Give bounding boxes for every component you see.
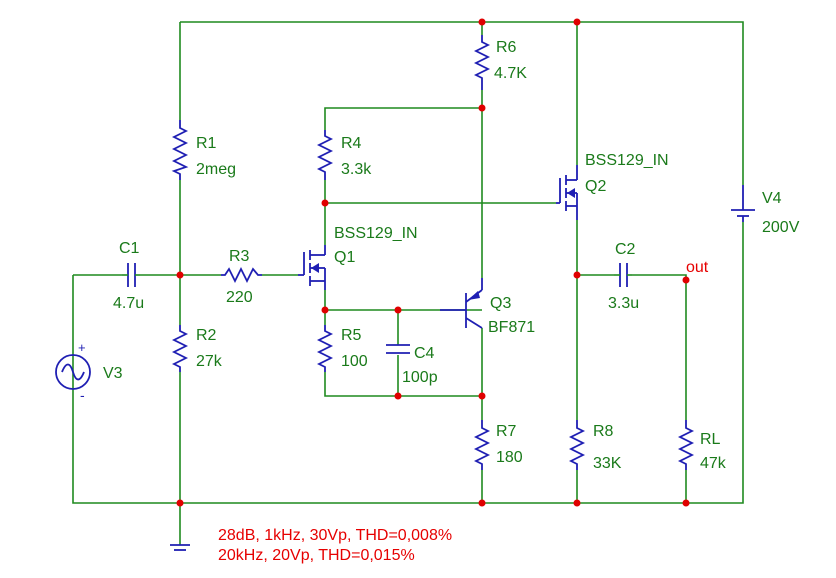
r5-name: R5 (341, 327, 362, 344)
q3-model: BF871 (488, 319, 535, 336)
r6-resistor (473, 35, 491, 90)
v3-ac-source (55, 354, 91, 390)
r7-resistor (473, 420, 491, 470)
r5-resistor (316, 325, 334, 372)
r2-value: 27k (196, 353, 223, 370)
r8-resistor (568, 420, 586, 470)
v4-dc-source (731, 185, 755, 222)
c4-value: 100p (402, 369, 438, 386)
rl-name: RL (700, 431, 721, 448)
r6-value: 4.7K (494, 65, 527, 82)
v4-value: 200V (762, 219, 800, 236)
note-line-1: 28dB, 1kHz, 30Vp, THD=0,008% (218, 527, 452, 544)
r7-value: 180 (496, 449, 523, 466)
c4-capacitor (386, 344, 410, 354)
q3-name: Q3 (490, 295, 511, 312)
r1-name: R1 (196, 135, 217, 152)
r2-name: R2 (196, 327, 217, 344)
r5-value: 100 (341, 353, 368, 370)
r1-value: 2meg (196, 161, 236, 178)
r6-name: R6 (496, 39, 517, 56)
v3-plus-sign: + (78, 340, 86, 355)
junction-dots (176, 18, 690, 507)
r2-resistor (171, 325, 189, 372)
v4-name: V4 (762, 190, 782, 207)
r3-name: R3 (229, 248, 250, 265)
r8-value: 33K (593, 455, 622, 472)
r7-name: R7 (496, 423, 517, 440)
q1-name: Q1 (334, 249, 355, 266)
c2-value: 3.3u (608, 295, 639, 312)
c1-value: 4.7u (113, 295, 144, 312)
r1-resistor (171, 120, 189, 180)
ground-symbol (170, 544, 190, 551)
c2-capacitor (614, 263, 632, 287)
c2-name: C2 (615, 241, 636, 258)
r4-resistor (316, 130, 334, 180)
q2-name: Q2 (585, 178, 606, 195)
r8-name: R8 (593, 423, 614, 440)
q2-mosfet (556, 165, 578, 220)
r4-name: R4 (341, 135, 362, 152)
rl-value: 47k (700, 455, 727, 472)
c1-capacitor (122, 263, 140, 287)
out-node-label: out (686, 259, 709, 276)
r3-value: 220 (226, 289, 253, 306)
c1-name: C1 (119, 240, 140, 257)
q3-bjt (440, 278, 483, 329)
r4-value: 3.3k (341, 161, 372, 178)
r3-resistor (221, 266, 262, 284)
v3-name: V3 (103, 365, 123, 382)
note-line-2: 20kHz, 20Vp, THD=0,015% (218, 547, 415, 564)
wires (72, 21, 744, 545)
q1-mosfet (298, 245, 326, 290)
q1-model: BSS129_IN (334, 225, 418, 242)
rl-resistor (677, 420, 695, 470)
q2-model: BSS129_IN (585, 152, 669, 169)
c4-name: C4 (414, 345, 435, 362)
v3-minus-sign: - (80, 387, 85, 403)
